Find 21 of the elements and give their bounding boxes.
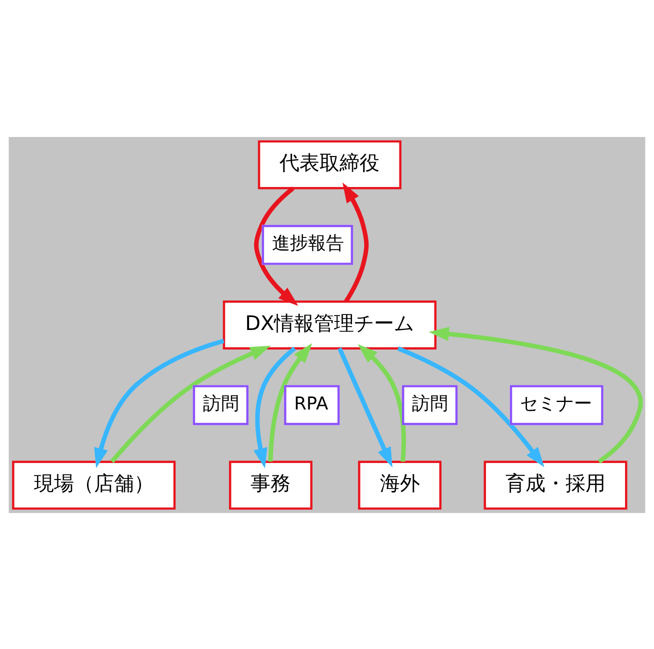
edge-label: 訪問 [202,392,239,414]
node-box: 事務 [229,460,312,510]
arrow [254,186,298,306]
arrow [338,347,392,468]
edge-label: 進捗報告 [272,232,344,254]
node-box: 育成・採用 [484,460,628,510]
node-box: 現場（店舗） [12,460,176,510]
edge-label: 訪問 [412,392,448,414]
node-box: 代表取締役 [258,140,402,189]
node-box: DX情報管理チーム [222,300,436,349]
arrow [342,182,369,302]
arrow [94,338,224,468]
arrow [254,346,296,468]
arrow [268,342,312,462]
edge-label: セミナー [520,392,592,414]
arrow [358,344,406,462]
arrow [397,346,544,467]
edge-label: RPA [294,392,328,414]
node-box: 海外 [358,460,442,510]
arrow [110,345,271,462]
arrow [428,326,643,464]
